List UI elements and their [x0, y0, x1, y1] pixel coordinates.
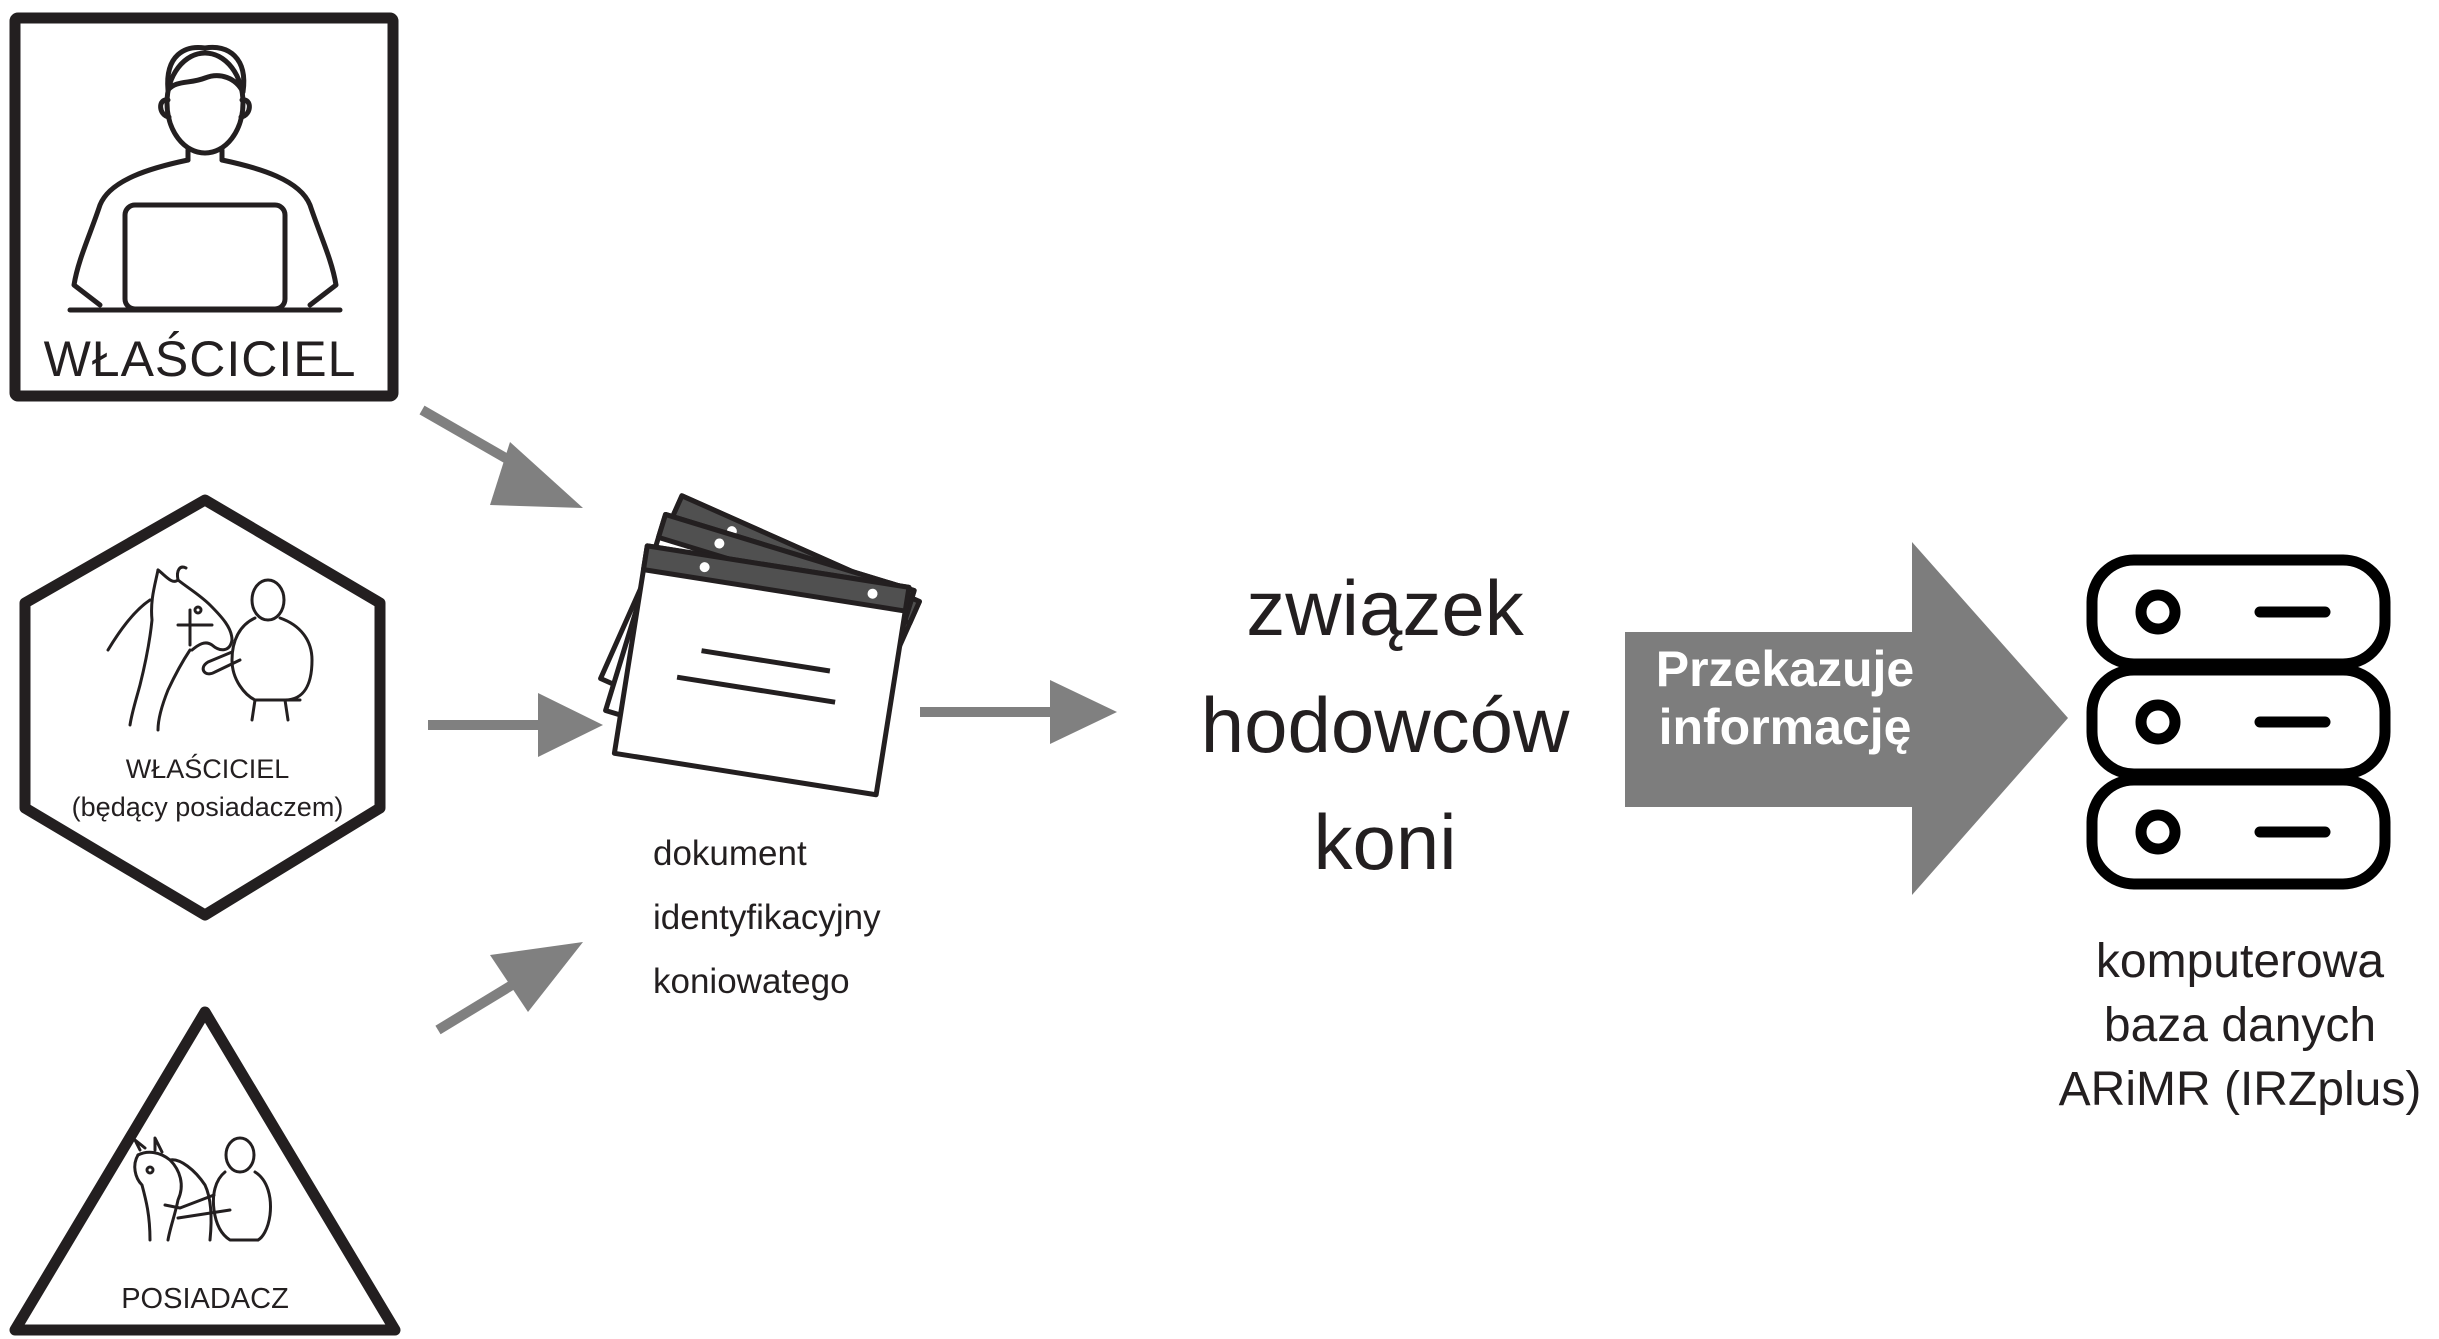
transfer-label-line2: informację [1658, 699, 1912, 755]
transfer-label: Przekazuje informację [1625, 640, 1945, 756]
database-label-line3: ARiMR (IRZplus) [2058, 1063, 2422, 1116]
owner-holder-label-line1: WŁAŚCICIEL [125, 754, 290, 784]
transfer-arrow [1625, 542, 2068, 895]
owner-label: WŁAŚCICIEL [43, 331, 357, 387]
arrow-holder-to-document [435, 942, 583, 1035]
database-label-line1: komputerowa [2095, 935, 2385, 988]
owner-holder-label: WŁAŚCICIEL (będący posiadaczem) [15, 750, 400, 826]
person-with-horse-icon [106, 565, 314, 732]
person-leading-horse-icon [133, 1136, 272, 1242]
document-cards-icon [598, 493, 922, 798]
document-label-line1: dokument [653, 834, 807, 873]
owner-holder-label-line2: (będący posiadaczem) [71, 792, 344, 822]
transfer-label-line1: Przekazuje [1655, 641, 1915, 697]
arrow-owner-holder-to-document [428, 693, 603, 757]
person-laptop-icon [67, 44, 343, 313]
arrow-owner-to-document [419, 405, 583, 508]
holder-frame [9, 1006, 401, 1336]
holder-label: POSIADACZ [121, 1283, 289, 1315]
server-database-icon [2086, 554, 2391, 890]
document-label: dokument identyfikacyjny koniowatego [653, 822, 881, 1014]
owner-frame [9, 12, 399, 402]
database-label: komputerowa baza danych ARiMR (IRZplus) [2030, 930, 2439, 1122]
arrow-document-to-association [920, 680, 1117, 744]
association-label-line1: związek [1246, 564, 1524, 652]
association-label-line3: koni [1313, 798, 1457, 886]
document-label-line2: identyfikacyjny [653, 898, 881, 937]
document-label-line3: koniowatego [653, 962, 850, 1001]
owner-holder-frame [19, 494, 386, 921]
association-label: związek hodowców koni [1140, 550, 1630, 901]
association-label-line2: hodowców [1200, 681, 1570, 769]
database-label-line2: baza danych [2103, 999, 2377, 1052]
